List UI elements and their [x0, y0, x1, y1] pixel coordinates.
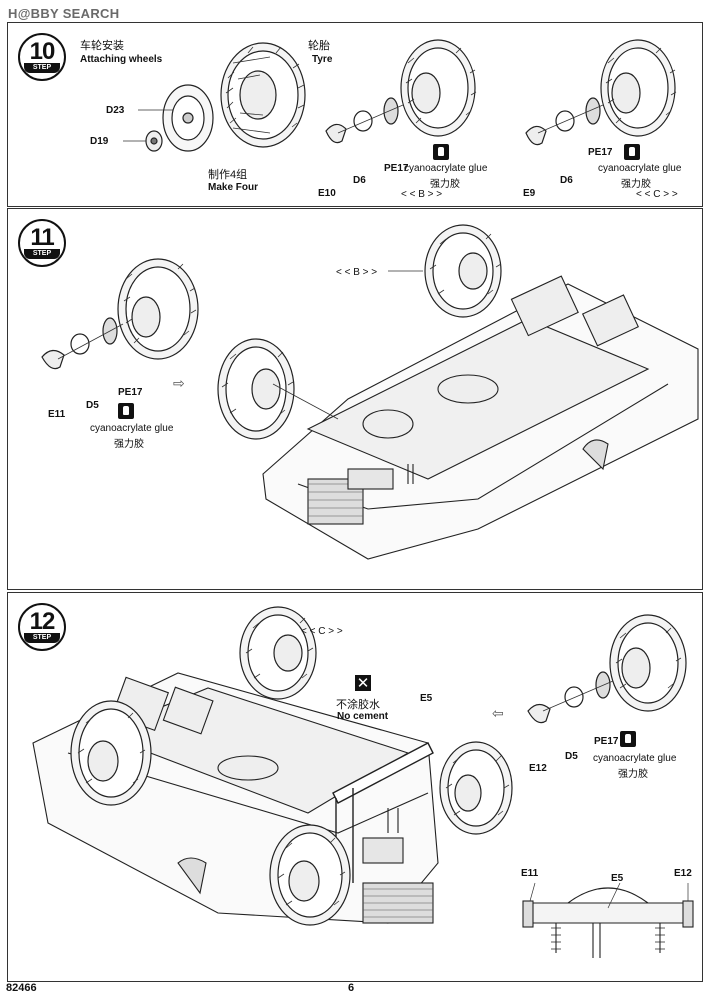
step-12-illustration — [32, 606, 694, 958]
no-cement-icon: ✕ — [355, 674, 371, 692]
part-e9: E9 — [523, 188, 536, 199]
no-cement-cn: 不涂胶水 — [336, 699, 380, 711]
part-pe17-2: PE17 — [588, 147, 613, 158]
make-four-cn: 制作4组 — [208, 169, 248, 181]
part-d5: D5 — [565, 751, 578, 762]
part-d6: D6 — [353, 175, 366, 186]
step-number: 12 — [29, 608, 56, 635]
glue-label-cn: 强力胶 — [430, 179, 460, 190]
part-d5: D5 — [86, 400, 99, 411]
glue-icon — [624, 144, 640, 160]
part-pe17: PE17 — [384, 163, 409, 174]
step-number: 11 — [30, 224, 54, 251]
glue-label-en-2: cyanoacrylate glue — [598, 163, 682, 174]
tyre-label-cn: 轮胎 — [308, 40, 330, 52]
make-four-en: Make Four — [208, 182, 259, 193]
detail-label-e5: E5 — [611, 873, 624, 884]
step-word: STEP — [24, 633, 60, 643]
part-e11: E11 — [48, 409, 66, 420]
detail-label-e12: E12 — [674, 868, 692, 879]
ref-b-label: < < B > > — [401, 189, 443, 200]
glue-icon — [433, 144, 449, 160]
glue-label-en: cyanoacrylate glue — [404, 163, 488, 174]
arrow-right-icon: ⇨ — [173, 375, 185, 391]
part-d6-2: D6 — [560, 175, 573, 186]
step-word: STEP — [24, 63, 60, 73]
part-e5: E5 — [420, 693, 433, 704]
glue-label-cn: 强力胶 — [114, 439, 144, 450]
glue-label-en: cyanoacrylate glue — [90, 423, 174, 434]
ref-c-label: < < C > > — [636, 189, 678, 200]
no-cement-en: No cement — [337, 711, 389, 722]
ref-c-label: < < C > > — [301, 626, 343, 637]
step-title-cn: 车轮安装 — [80, 40, 124, 52]
part-e12: E12 — [529, 763, 547, 774]
step-12-badge: 12 STEP — [18, 603, 66, 651]
part-pe17: PE17 — [118, 387, 143, 398]
part-e10: E10 — [318, 188, 336, 199]
step-title-en: Attaching wheels — [80, 54, 163, 65]
step-12-panel: 12 STEP — [7, 592, 703, 982]
part-d23: D23 — [106, 105, 125, 116]
watermark: H@BBY SEARCH — [8, 6, 120, 21]
step-10-illustration — [123, 39, 677, 152]
footer-code: 82466 — [6, 982, 37, 994]
ref-b-label: < < B > > — [336, 267, 378, 278]
step-10-badge: 10 STEP — [18, 33, 66, 81]
step-10-panel: 10 STEP 车轮安装 Attaching wheels — [7, 22, 703, 207]
arrow-left-icon: ⇦ — [492, 705, 504, 721]
step-11-panel: 11 STEP — [7, 208, 703, 590]
glue-label-cn: 强力胶 — [618, 769, 648, 780]
glue-label-en: cyanoacrylate glue — [593, 753, 677, 764]
tyre-label-en: Tyre — [312, 54, 333, 65]
step-number: 10 — [29, 38, 56, 65]
part-pe17: PE17 — [594, 736, 619, 747]
glue-label-cn-2: 强力胶 — [621, 179, 651, 190]
footer-page: 6 — [348, 982, 355, 994]
step-11-badge: 11 STEP — [18, 219, 66, 267]
step-word: STEP — [24, 249, 60, 259]
glue-icon — [620, 731, 636, 747]
part-d19: D19 — [90, 136, 109, 147]
step-11-illustration — [41, 224, 699, 560]
detail-label-e11: E11 — [521, 868, 539, 879]
glue-icon — [118, 403, 134, 419]
